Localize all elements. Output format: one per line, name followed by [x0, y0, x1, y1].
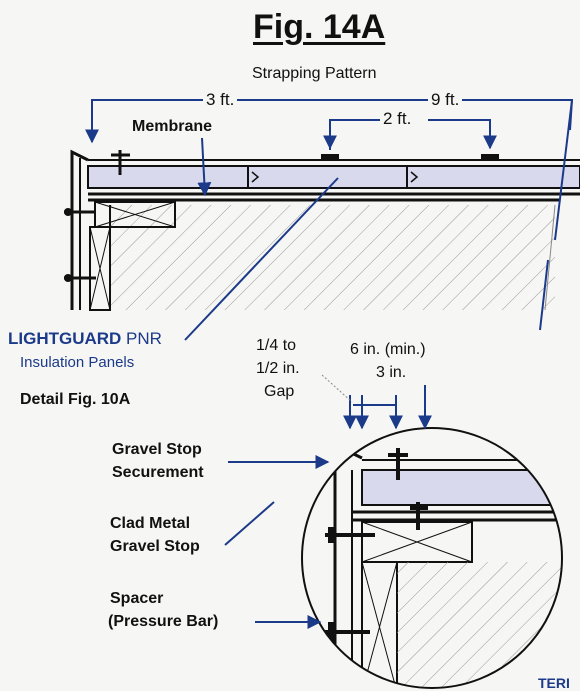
clad-metal-label-1: Clad Metal	[110, 515, 191, 532]
gap-line-3: Gap	[264, 383, 295, 400]
gap-line-1: 1/4 to	[256, 337, 297, 354]
dimension-6in-min: 6 in. (min.)	[350, 341, 426, 358]
spacer-label-2: (Pressure Bar)	[108, 613, 219, 630]
gap-line-2: 1/2 in.	[256, 360, 300, 377]
dimension-9ft: 9 ft.	[428, 90, 463, 110]
membrane-label: Membrane	[132, 118, 213, 135]
detail-dimension-arrows	[321, 374, 432, 430]
roof-section	[64, 149, 580, 311]
strap-2	[481, 154, 499, 161]
detail-insulation	[361, 469, 562, 506]
lightguard-suffix: PNR	[121, 329, 162, 348]
dimension-3in: 3 in.	[376, 364, 407, 381]
roof-deck-hatch	[110, 205, 555, 310]
gravel-stop-securement-label-1: Gravel Stop	[112, 441, 202, 458]
lightguard-leader	[184, 177, 339, 341]
insulation-panels-label: Insulation Panels	[20, 354, 135, 371]
wood-nailer-top	[94, 201, 176, 228]
figure-subtitle: Strapping Pattern	[252, 65, 377, 82]
membrane-leader	[197, 137, 212, 197]
clad-metal-label-2: Gravel Stop	[110, 538, 200, 555]
enlarged-detail	[301, 427, 563, 689]
dimension-lines	[85, 99, 574, 331]
strap-1	[321, 154, 339, 161]
clad-metal-leader	[224, 501, 275, 546]
spacer-label-1: Spacer	[110, 590, 164, 607]
gravel-stop-securement-label-2: Securement	[112, 464, 204, 481]
dimension-3ft: 3 ft.	[203, 90, 238, 110]
insulation-panel-strip	[87, 165, 580, 189]
figure-title: Fig. 14A	[253, 8, 386, 46]
lightguard-brand: LIGHTGUARD	[8, 329, 122, 348]
detail-circle-outline	[301, 427, 563, 689]
corner-cutoff-text: TERI	[538, 675, 570, 691]
wood-nailer-vertical	[89, 226, 111, 311]
detail-reference: Detail Fig. 10A	[20, 391, 131, 408]
dimension-2ft: 2 ft.	[380, 109, 415, 129]
lightguard-label: LIGHTGUARD PNR	[8, 328, 162, 350]
